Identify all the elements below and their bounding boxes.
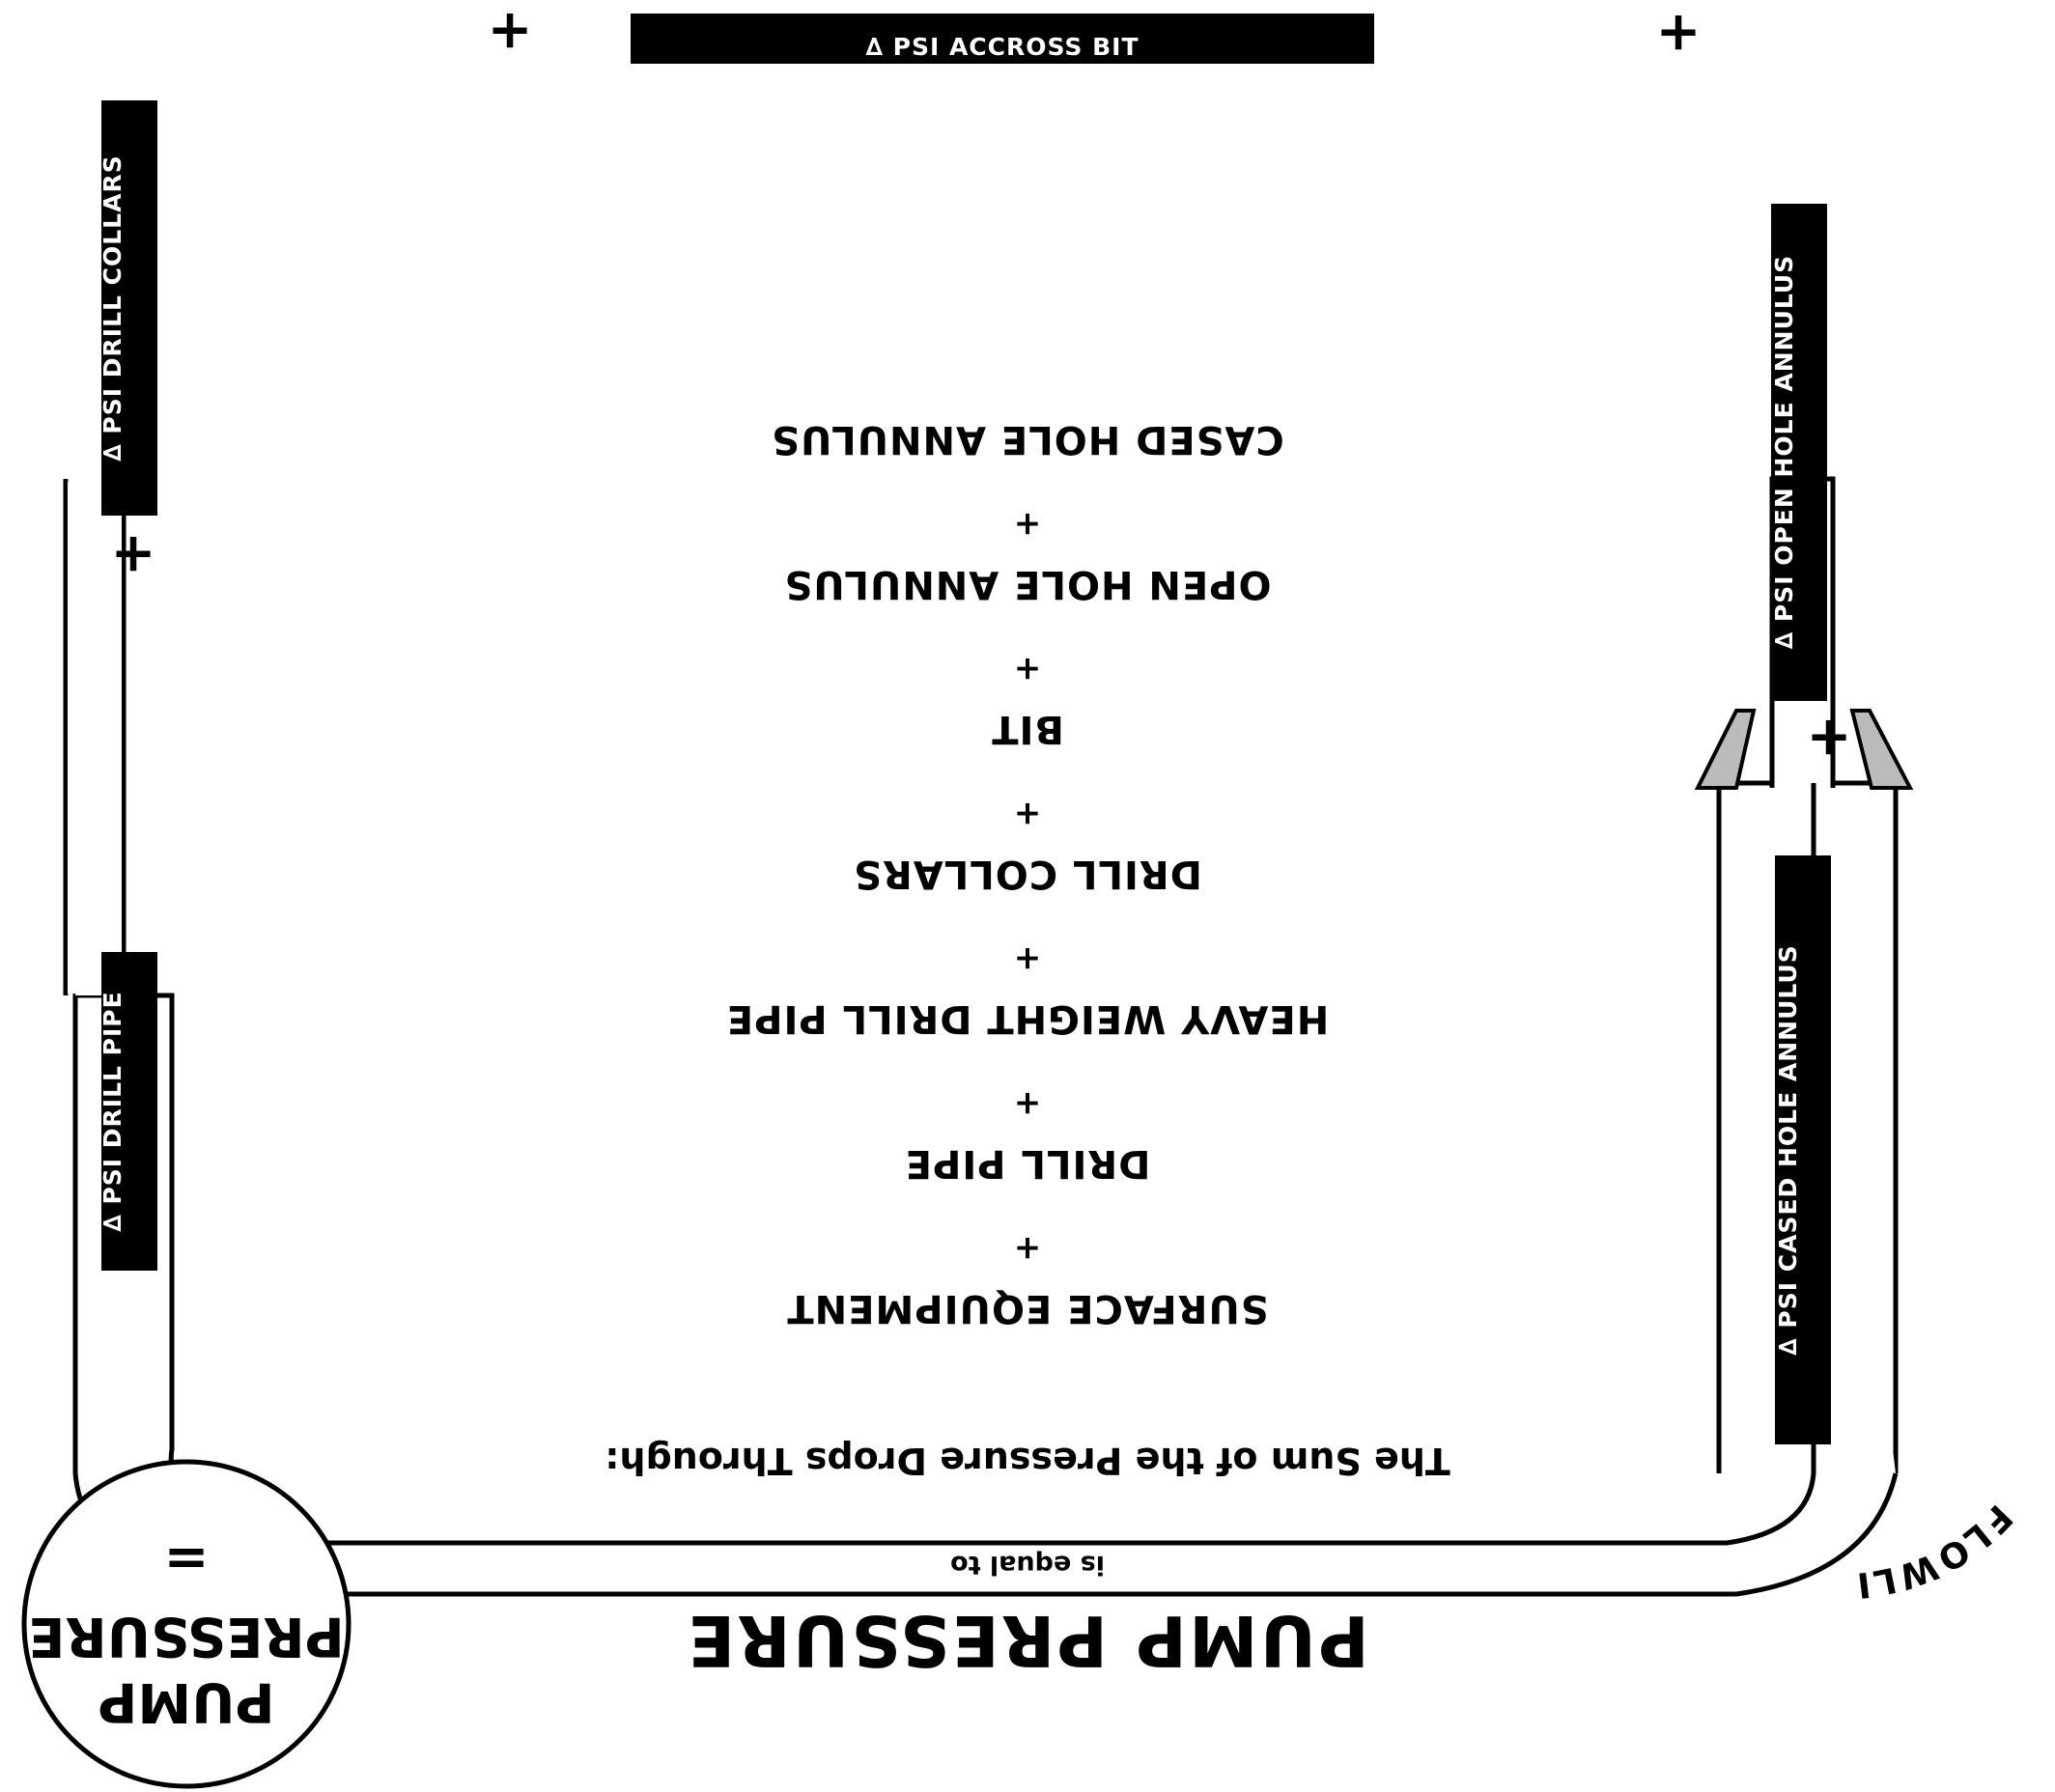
pump-pressure-title: PUMP PRESSURE: [686, 1600, 1369, 1681]
drill-pipe-fill: [68, 482, 122, 994]
band-drill-collars: ∆ PSI DRILL COLLARS: [99, 100, 157, 516]
sum-plus-1: +: [1014, 1229, 1042, 1268]
pump-circle: [21, 1459, 352, 1789]
flowline-label-path: FLOWLINE: [1852, 1497, 2055, 1792]
sum-item-open-hole: OPEN HOLE ANNULUS: [783, 562, 1271, 606]
sum-intro: The Sum of the Pressure Drops Through:: [605, 1440, 1450, 1482]
top-pipe: [72, 783, 1899, 1597]
sum-plus-4: +: [1014, 795, 1042, 833]
band-cased-hole: ∆ PSI CASED HOLE ANNULUS: [1774, 855, 1831, 1444]
band-across-bit-label: ∆ PSI ACCROSS BIT: [865, 33, 1139, 61]
sum-item-cased-hole: CASED HOLE ANNULUS: [771, 417, 1284, 462]
band-drill-pipe-label: ∆ PSI DRILL PIPE: [99, 991, 127, 1231]
band-drill-pipe-rect: [101, 952, 157, 1271]
band-drill-collars-label: ∆ PSI DRILL COLLARS: [99, 154, 127, 461]
sum-item-drill-collars: DRILL COLLARS: [853, 852, 1202, 896]
equal-to-label: is equal to: [950, 1550, 1105, 1580]
sum-plus-6: +: [1014, 505, 1042, 544]
band-drill-pipe: ∆ PSI DRILL PIPE: [99, 952, 157, 1271]
sum-item-hwdp: HEAVY WEIGHT DRILL PIPE: [726, 996, 1329, 1041]
funnel-left-lip: [1849, 709, 1914, 790]
plus-annulus-junction: +: [1807, 707, 1852, 770]
band-open-hole-rect: [1771, 204, 1827, 701]
sum-plus-2: +: [1014, 1084, 1042, 1123]
band-open-hole: ∆ PSI OPEN HOLE ANNULUS: [1770, 204, 1827, 701]
pump-circle-group: PUMP PRESSURE =: [21, 1459, 352, 1789]
plus-top-right: +: [1656, 2, 1702, 65]
pump-label-line2: PRESSURE: [28, 1605, 344, 1667]
band-cased-hole-rect: [1775, 855, 1831, 1444]
sum-list: is equal to PUMP PRESSURE The Sum of the…: [605, 417, 1450, 1681]
flowline-label: FLOWLINE: [1852, 1497, 2055, 1792]
sum-item-surface: SURFACE EQUIPMENT: [786, 1286, 1268, 1330]
band-drill-collars-rect: [101, 100, 157, 516]
pump-equals: =: [164, 1527, 210, 1590]
sum-item-bit: BIT: [991, 707, 1064, 751]
band-open-hole-label: ∆ PSI OPEN HOLE ANNULUS: [1770, 255, 1798, 649]
funnel-right-lip: [1694, 709, 1757, 790]
sum-plus-3: +: [1014, 939, 1042, 978]
sum-plus-5: +: [1014, 650, 1042, 688]
flowline-funnel: [1694, 709, 1914, 790]
sum-item-drill-pipe: DRILL PIPE: [905, 1141, 1151, 1186]
band-across-bit-rect: [631, 14, 1374, 64]
band-across-bit: ∆ PSI ACCROSS BIT: [631, 14, 1374, 64]
plus-top-left: +: [488, 0, 533, 63]
plus-drill-string: +: [111, 523, 156, 586]
band-cased-hole-label: ∆ PSI CASED HOLE ANNULUS: [1774, 944, 1802, 1355]
pump-label-line1: PUMP: [98, 1670, 274, 1733]
